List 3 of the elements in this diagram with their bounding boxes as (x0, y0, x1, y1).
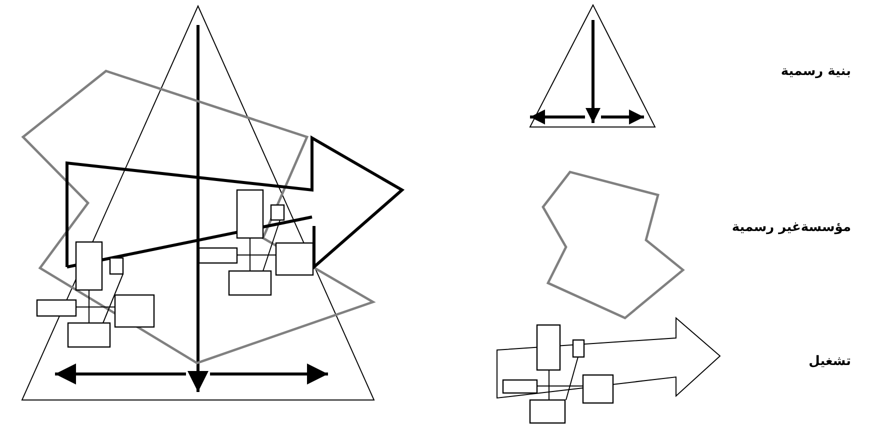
legend-label: مؤسسةغير رسمية (732, 220, 851, 236)
legend-label: تشغيل (808, 354, 851, 370)
legend-label: بنية رسمية (780, 64, 851, 80)
